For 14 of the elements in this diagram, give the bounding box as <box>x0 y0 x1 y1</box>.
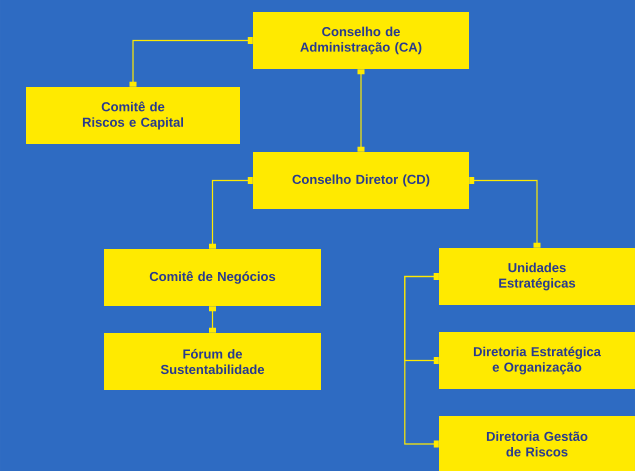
connector <box>469 177 540 248</box>
connector <box>209 177 253 249</box>
org-box: Diretoria Gestão de Riscos <box>439 416 635 471</box>
org-box: Conselho Diretor (CD) <box>253 152 469 209</box>
connector <box>209 306 216 333</box>
org-box: Fórum de Sustentabilidade <box>104 333 321 390</box>
org-box: Comitê de Negócios <box>104 249 321 306</box>
org-box: Diretoria Estratégica e Organização <box>439 332 635 389</box>
connector <box>130 37 253 87</box>
org-box: Comitê de Riscos e Capital <box>26 87 240 144</box>
connector <box>404 273 439 448</box>
org-box: Unidades Estratégicas <box>439 248 635 305</box>
connector <box>358 69 364 152</box>
org-box: Conselho de Administração (CA) <box>253 12 469 69</box>
